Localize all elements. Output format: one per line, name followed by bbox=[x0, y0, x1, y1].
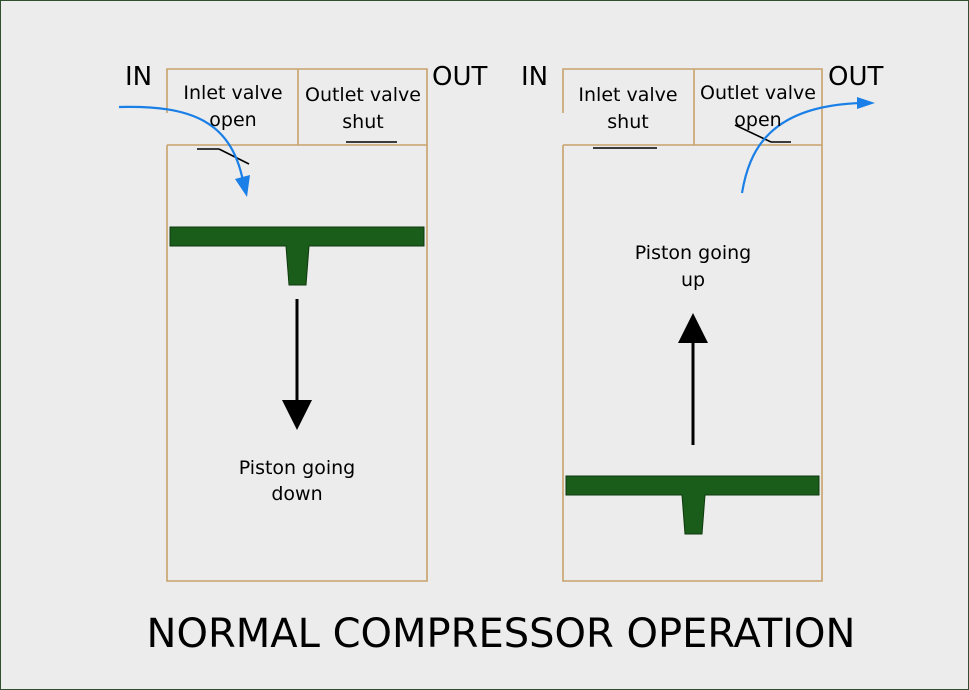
right-inlet-valve-line1: Inlet valve bbox=[578, 84, 677, 106]
left-outlet-valve-line2: shut bbox=[342, 111, 383, 133]
right-piston bbox=[565, 475, 820, 535]
left-piston-caption-line1: Piston going bbox=[239, 457, 355, 479]
right-piston-caption-line1: Piston going bbox=[635, 242, 751, 264]
left-panel: IN OUT Inlet valve open Outlet valve shu… bbox=[118, 62, 487, 582]
left-cylinder bbox=[166, 145, 428, 582]
left-outlet-valve-line1: Outlet valve bbox=[305, 84, 421, 106]
left-valve-housing bbox=[166, 68, 428, 146]
right-outlet-valve-line2: open bbox=[734, 109, 781, 131]
right-valve-housing bbox=[562, 68, 823, 146]
right-flow-arrow bbox=[740, 101, 862, 194]
left-in-label: IN bbox=[125, 62, 152, 92]
right-flow-arrowhead bbox=[857, 97, 875, 109]
left-piston bbox=[169, 226, 425, 286]
right-inlet-valve-line2: shut bbox=[607, 111, 648, 133]
left-inlet-valve-line2: open bbox=[209, 109, 256, 131]
right-outlet-valve-line1: Outlet valve bbox=[700, 82, 816, 104]
right-panel: IN OUT Inlet valve shut Outlet valve ope… bbox=[521, 62, 883, 582]
right-out-label: OUT bbox=[828, 62, 883, 92]
left-out-label: OUT bbox=[432, 62, 487, 92]
left-flow-arrow bbox=[118, 105, 245, 182]
left-flow-arrowhead bbox=[235, 175, 250, 197]
right-in-label: IN bbox=[521, 62, 548, 92]
left-inlet-valve-open bbox=[197, 148, 250, 165]
right-piston-caption-line2: up bbox=[681, 269, 705, 291]
right-cylinder bbox=[562, 145, 823, 582]
left-piston-caption-line2: down bbox=[271, 483, 322, 505]
left-inlet-valve-line1: Inlet valve bbox=[183, 82, 282, 104]
diagram-title: NORMAL COMPRESSOR OPERATION bbox=[147, 611, 856, 657]
